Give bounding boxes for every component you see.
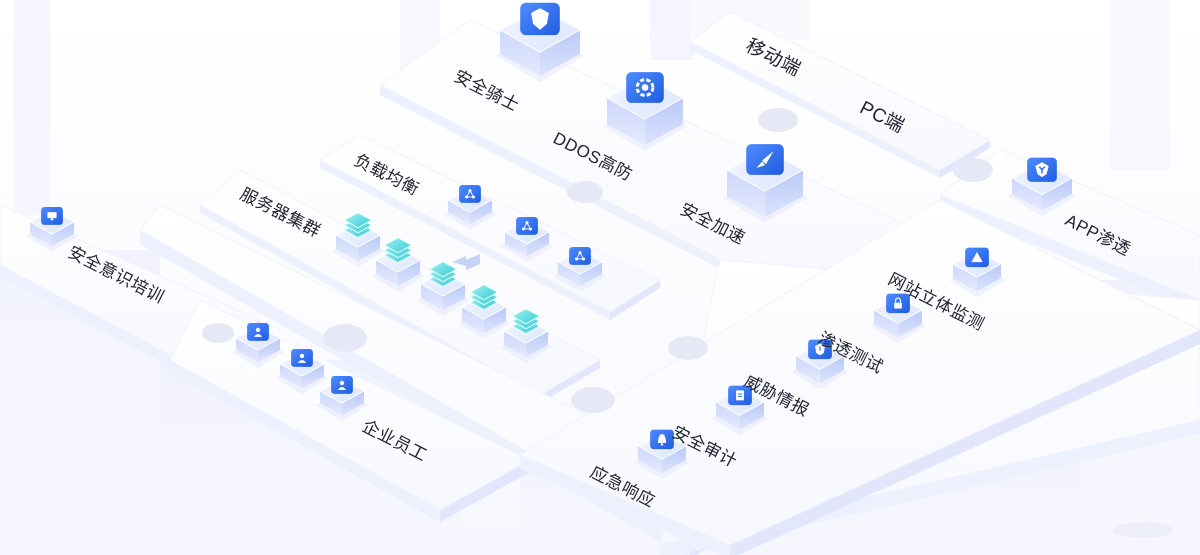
cube-load-balance-1 [444, 185, 496, 231]
cube-app-penetration [1008, 157, 1076, 217]
cube-acceleration [723, 144, 807, 223]
cubes [26, 2, 1076, 480]
bell-icon [650, 429, 674, 450]
monitor-icon [41, 207, 63, 225]
cube-employee-3 [316, 376, 368, 422]
cube-employee-1 [232, 323, 284, 369]
shield-icon [520, 2, 560, 36]
lock-icon [886, 293, 910, 314]
network-icon [516, 217, 538, 235]
gear-icon [626, 72, 664, 103]
user-icon [291, 349, 313, 367]
platforms [0, 11, 1200, 555]
cube-ddos [603, 72, 687, 151]
cube-emergency [634, 429, 690, 480]
user-icon [331, 376, 353, 394]
cube-server-3 [417, 261, 469, 317]
cube-security-knight [496, 2, 584, 82]
warning-icon [965, 247, 989, 268]
cube-load-balance-3 [554, 247, 606, 293]
cube-awareness-training [26, 207, 78, 253]
cube-employee-2 [276, 349, 328, 395]
document-icon [728, 385, 752, 406]
rocket-icon [746, 144, 784, 175]
cube-server-5 [500, 308, 552, 364]
user-icon [247, 323, 269, 341]
connectors [202, 108, 1173, 538]
cube-audit [712, 385, 768, 436]
cube-pentest [870, 293, 926, 344]
cube-server-2 [372, 237, 424, 293]
shield-y-icon [1027, 157, 1057, 182]
network-icon [569, 247, 591, 265]
layers-icon [383, 237, 413, 264]
arrow-icon [452, 254, 480, 270]
cube-threat-intel [792, 339, 848, 390]
cube-website-monitor [949, 247, 1005, 298]
alert-icon [808, 339, 832, 360]
layers-icon [511, 308, 541, 335]
layers-icon [343, 212, 373, 239]
platform-monitoring-ext [518, 199, 1200, 555]
cube-load-balance-2 [501, 217, 553, 263]
layers-icon [428, 261, 458, 288]
network-icon [459, 185, 481, 203]
platform-mobile-pc [689, 11, 992, 178]
layers-icon [469, 284, 499, 311]
platform-app [938, 149, 1200, 312]
cube-server-1 [332, 212, 384, 268]
cube-server-4 [458, 284, 510, 340]
